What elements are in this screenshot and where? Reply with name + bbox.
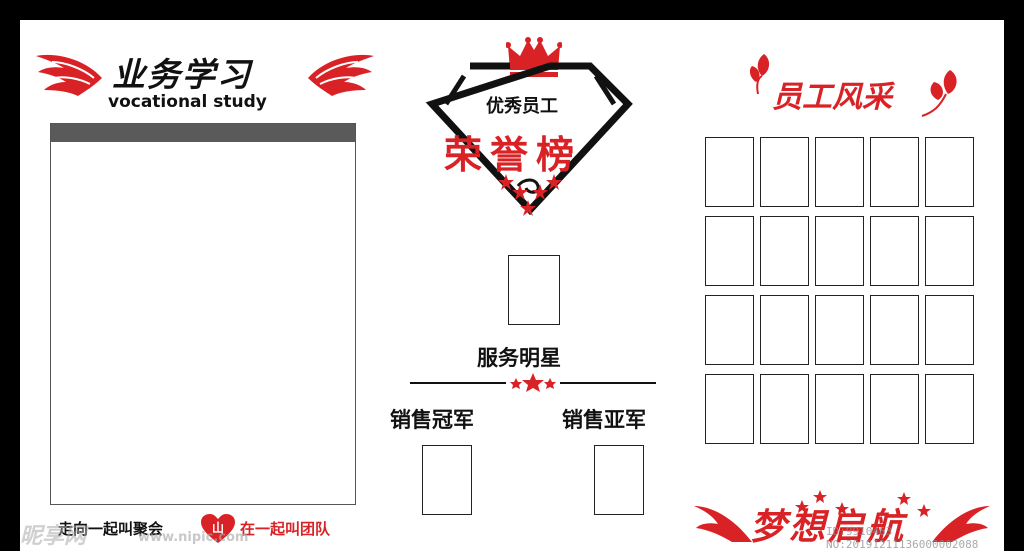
- shield-frame-icon: [425, 62, 633, 216]
- employee-photo-frame[interactable]: [760, 137, 809, 207]
- employee-photo-frame[interactable]: [870, 374, 919, 444]
- dream-set-sail-title: 梦想启航: [750, 507, 907, 548]
- employee-photo-frame[interactable]: [815, 374, 864, 444]
- employee-photo-frame[interactable]: [760, 374, 809, 444]
- sales-champion-photo-frame[interactable]: [422, 445, 472, 515]
- watermark-brand: 昵享网: [20, 524, 87, 549]
- honor-roll-title: 荣誉榜: [444, 133, 583, 177]
- leaf-icon: [749, 54, 770, 95]
- employee-photo-frame[interactable]: [870, 216, 919, 286]
- slogan-right: 在一起叫团队: [240, 520, 331, 538]
- study-notice-panel[interactable]: [50, 123, 356, 505]
- employee-photo-frame[interactable]: [925, 216, 974, 286]
- watermark-id: ID:9910463 NO:20191211136000002088: [826, 525, 979, 551]
- employee-photo-frame[interactable]: [870, 137, 919, 207]
- sales-champion-label: 销售冠军: [390, 408, 474, 432]
- left-wing-icon: [36, 54, 102, 96]
- star-icon: [544, 378, 556, 389]
- employee-photo-frame[interactable]: [705, 374, 754, 444]
- star-icon: [522, 373, 544, 392]
- leaf-icon: [921, 70, 957, 117]
- star-divider: [410, 373, 656, 392]
- star-icon: [510, 378, 522, 389]
- employee-photo-frame[interactable]: [925, 295, 974, 365]
- right-wing-icon: [308, 54, 374, 96]
- employee-photo-frame[interactable]: [705, 295, 754, 365]
- employee-photo-frame[interactable]: [815, 295, 864, 365]
- employee-photo-frame[interactable]: [815, 137, 864, 207]
- heart-glyph: 山: [212, 520, 224, 535]
- honor-roll-subtitle: 优秀员工: [486, 96, 558, 117]
- employee-photo-frame[interactable]: [925, 374, 974, 444]
- service-star-photo-frame[interactable]: [508, 255, 560, 325]
- employee-photo-frame[interactable]: [760, 295, 809, 365]
- employee-photo-grid: [705, 137, 977, 444]
- employee-photo-frame[interactable]: [925, 137, 974, 207]
- heart-icon: 山: [201, 514, 235, 543]
- sales-runner-up-label: 销售亚军: [562, 408, 646, 432]
- display-board: 业务学习 vocational study 走向一起叫聚会 山 在一起叫团队 优…: [20, 20, 1004, 551]
- notice-panel-header: [51, 124, 355, 142]
- slogan-left: 走向一起叫聚会: [58, 520, 164, 538]
- employee-photo-frame[interactable]: [760, 216, 809, 286]
- employee-photo-frame[interactable]: [870, 295, 919, 365]
- vocational-study-title: 业务学习: [112, 55, 252, 94]
- watermark-url: www.nipic.com: [138, 530, 249, 545]
- dream-wings-icon: [694, 490, 990, 542]
- star-icons: [498, 174, 562, 216]
- employee-photo-frame[interactable]: [705, 216, 754, 286]
- employee-style-title: 员工风采: [772, 80, 892, 115]
- employee-photo-frame[interactable]: [705, 137, 754, 207]
- employee-photo-frame[interactable]: [815, 216, 864, 286]
- vocational-study-subtitle: vocational study: [108, 92, 267, 112]
- service-star-label: 服务明星: [477, 346, 561, 370]
- sales-runner-up-photo-frame[interactable]: [594, 445, 644, 515]
